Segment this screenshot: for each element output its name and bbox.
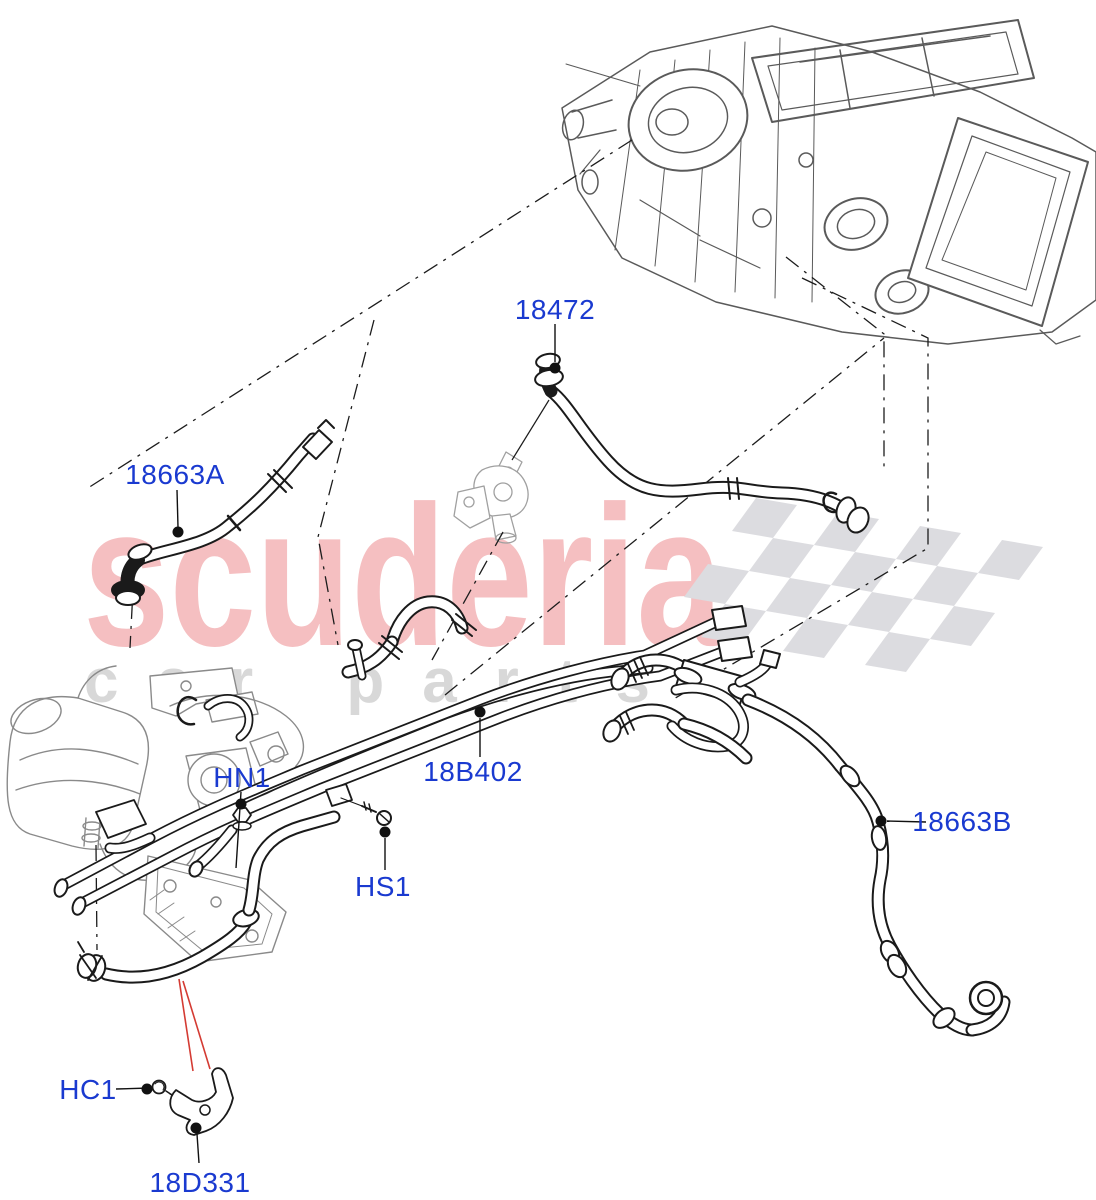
part-label-18D331: 18D331	[149, 1167, 251, 1198]
bracket-18d331	[169, 1067, 234, 1136]
callout-dot-HS1	[379, 826, 391, 838]
callout-dot-HC1	[141, 1083, 153, 1095]
red-pointer-lines	[178, 978, 211, 1072]
aux-water-pump-drawing	[453, 451, 529, 544]
callout-leaders	[115, 324, 927, 1164]
fastener-hn1	[232, 807, 252, 831]
callout-dot-18472	[549, 362, 561, 374]
part-label-18B402: 18B402	[423, 756, 523, 787]
hvac-unit-drawing	[561, 19, 1096, 345]
callout-dot-HN1	[235, 798, 247, 810]
callout-dot-18663B	[875, 815, 887, 827]
callout-dot-18D331	[190, 1122, 202, 1134]
leader-line-18663B	[886, 820, 927, 823]
fastener-hs1	[340, 797, 392, 826]
leader-line-18663A	[176, 489, 179, 528]
part-label-18663B: 18663B	[912, 806, 1012, 837]
part-label-18663A: 18663A	[125, 459, 225, 490]
part-label-HN1: HN1	[213, 762, 271, 793]
leader-line-18D331	[196, 1133, 200, 1164]
part-label-18472: 18472	[514, 294, 596, 325]
watermark-text: scuderia	[83, 465, 724, 688]
valve-leader-line	[511, 399, 550, 461]
checkered-flag-watermark	[684, 498, 1043, 672]
callout-dot-18B402	[474, 706, 486, 718]
callout-dot-18663A	[172, 526, 184, 538]
part-label-HC1: HC1	[59, 1074, 117, 1105]
hose-18663a	[111, 419, 335, 606]
hose-18472	[534, 352, 870, 534]
hose-18663b	[602, 649, 1011, 1037]
part-label-HS1: HS1	[355, 871, 411, 902]
